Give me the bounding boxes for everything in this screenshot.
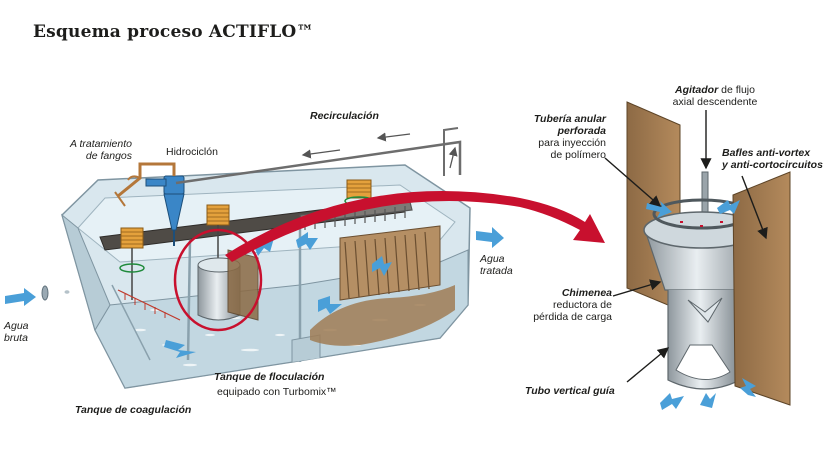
label-tuberia-line3: para inyección <box>538 137 606 149</box>
actiflo-tank <box>5 127 504 389</box>
turbomix-highlight <box>173 228 263 332</box>
label-tubo-vertical: Tubo vertical guía <box>525 385 615 397</box>
turbomix-detail <box>604 101 791 410</box>
zoom-arrow <box>225 191 605 262</box>
label-chimenea-line1: Chimenea <box>561 287 612 299</box>
label-chimenea-line3: pérdida de carga <box>533 311 612 323</box>
label-tanque-coagulacion: Tanque de coagulación <box>75 404 192 416</box>
label-agitador-line2: axial descendente <box>672 96 758 108</box>
label-bafles-line1: Bafles anti-vortex <box>722 147 811 159</box>
outlet-arrow <box>476 227 504 248</box>
label-bafles-line2: y anti-cortocircuitos <box>722 159 823 171</box>
hydrocyclone <box>145 175 185 246</box>
flow-arrows-tank <box>164 232 392 358</box>
tank-left-wall <box>61 213 111 332</box>
label-agua-tratada-line2: tratada <box>480 265 513 277</box>
label-agitador-bold: Agitador <box>675 84 719 96</box>
coag-mixer <box>119 227 145 300</box>
turbomix-cylinder <box>197 249 259 321</box>
label-agua-bruta: Agua bruta <box>4 320 29 344</box>
diagram-title: Esquema proceso ACTIFLO™ <box>33 22 314 42</box>
impeller <box>687 297 723 323</box>
label-chimenea: Chimenea reductora de pérdida de carga <box>520 287 612 323</box>
pointer-bafles <box>741 175 768 240</box>
recirc-arrow-2 <box>376 132 411 142</box>
label-agitador-rest: de flujo <box>718 84 755 96</box>
label-agua-bruta-line2: bruta <box>4 332 28 344</box>
label-tanque-floculacion: Tanque de floculación equipado con Turbo… <box>214 371 337 398</box>
label-tuberia: Tubería anular perforada para inyección … <box>512 113 606 161</box>
pointer-chimenea <box>612 279 662 297</box>
guide-tube-cutout <box>675 344 731 380</box>
tank-step <box>291 334 321 362</box>
wall-coag-floc <box>186 239 192 361</box>
label-tuberia-line4: de polímero <box>550 149 606 161</box>
label-agitador: Agitador de flujo axial descendente <box>660 84 770 108</box>
pointer-tubo <box>626 347 670 383</box>
recirculation-riser <box>443 127 459 176</box>
coag-injection <box>111 284 181 361</box>
label-tuberia-line2: perforada <box>557 125 606 137</box>
baffle-front <box>732 171 791 406</box>
settled-sludge <box>310 285 455 346</box>
label-bafles: Bafles anti-vortex y anti-cortocircuitos <box>722 147 823 171</box>
label-tanque-floculacion-line1: Tanque de floculación <box>214 371 325 383</box>
inlet-pipe-end <box>41 285 49 301</box>
label-a-tratamiento-line1: A tratamiento <box>69 138 132 150</box>
inlet-drop <box>64 290 70 294</box>
recirc-arrow-3 <box>448 146 458 169</box>
label-recirculacion: Recirculación <box>310 110 379 122</box>
label-agua-tratada: Agua tratada <box>480 253 513 277</box>
label-agua-bruta-line1: Agua <box>4 320 29 332</box>
label-chimenea-line2: reductora de <box>553 299 612 311</box>
label-a-tratamiento: A tratamiento de fangos <box>48 138 132 162</box>
sludge-pipe <box>114 162 176 207</box>
label-tuberia-line1: Tubería anular <box>533 113 606 125</box>
label-tanque-floculacion-line2: equipado con Turbomix™ <box>217 386 337 398</box>
recirculation-line <box>175 140 462 185</box>
inlet-arrow <box>5 288 36 306</box>
label-agua-tratada-line1: Agua <box>480 253 505 265</box>
label-a-tratamiento-line2: de fangos <box>85 150 132 162</box>
label-hidrociclon: Hidrociclón <box>166 146 218 158</box>
recirc-arrow-1 <box>301 149 341 159</box>
pointer-tuberia <box>604 157 662 207</box>
